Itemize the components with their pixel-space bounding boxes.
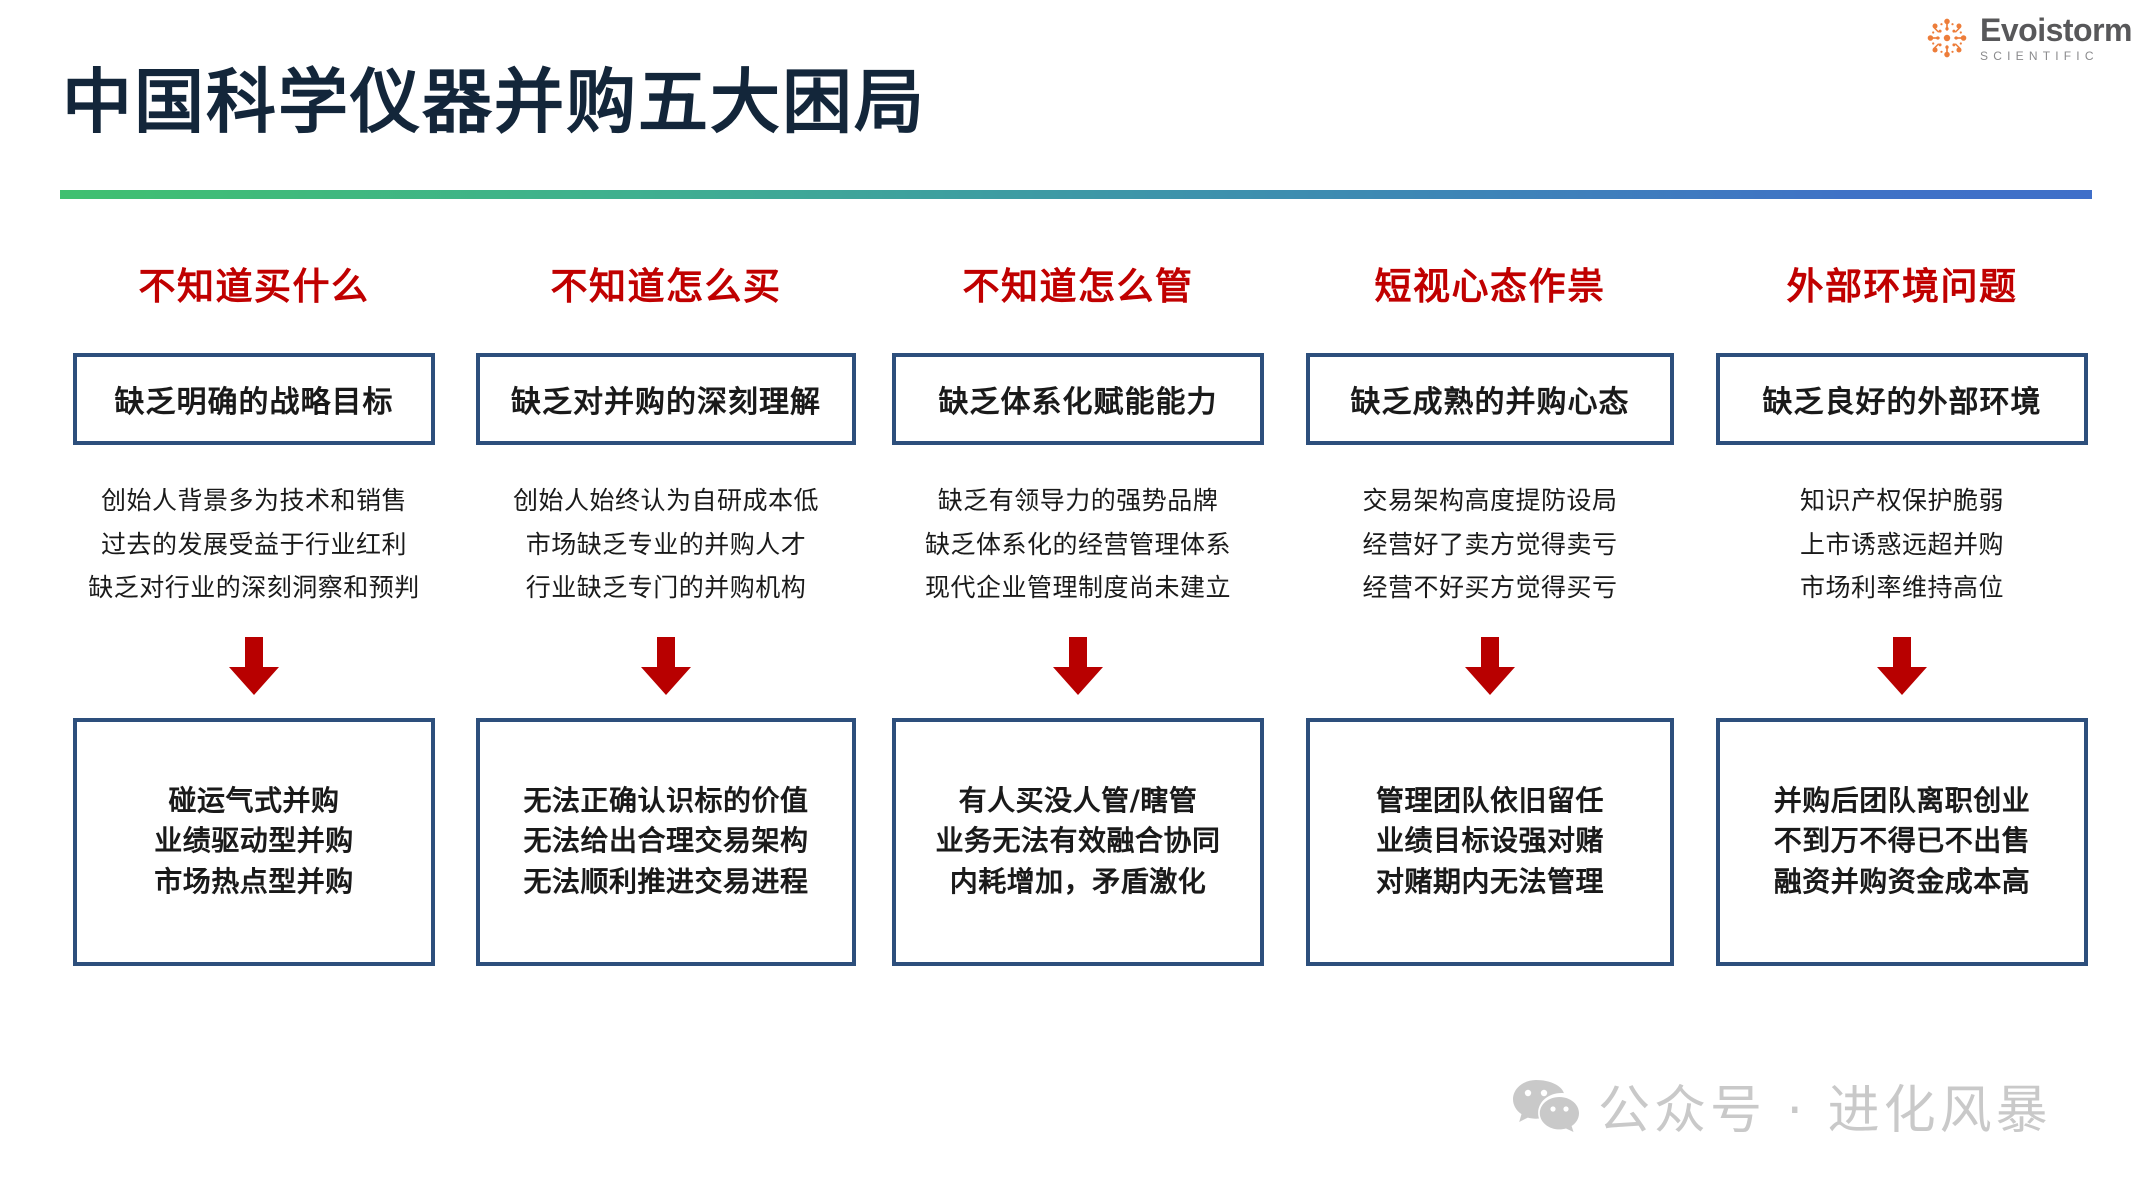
column-1-causes: 创始人背景多为技术和销售 过去的发展受益于行业红利 缺乏对行业的深刻洞察和预判 [88,487,420,602]
column-1-outcome-box: 碰运气式并购 业绩驱动型并购 市场热点型并购 [73,717,435,966]
outcome-item: 对赌期内无法管理 [1375,864,1604,898]
column-4-header: 短视心态作祟 [1374,264,1606,308]
column-2-arrow [635,632,697,700]
outcome-item: 不到万不得已不出售 [1773,824,2031,858]
cause-item: 经营不好买方觉得买亏 [1362,573,1618,602]
cause-item: 行业缺乏专门的并购机构 [525,573,807,602]
column-5-problem-label: 缺乏良好的外部环境 [1762,385,2042,420]
column-3-arrow [1047,632,1109,700]
cause-item: 交易架构高度提防设局 [1362,486,1618,515]
column-4-arrow [1459,632,1521,700]
down-arrow-icon [1465,636,1515,695]
column-2-problem-label: 缺乏对并购的深刻理解 [511,385,821,420]
down-arrow-icon [1053,636,1103,695]
brand-subtitle: SCIENTIFIC [1980,49,2099,63]
outcome-item: 市场热点型并购 [154,864,354,898]
outcome-item: 并购后团队离职创业 [1773,784,2031,818]
down-arrow-icon [229,636,279,695]
column-4: 短视心态作祟 缺乏成熟的并购心态 交易架构高度提防设局 经营好了卖方觉得卖亏 经… [1284,255,1696,966]
outcome-item: 业绩目标设强对赌 [1375,824,1604,858]
column-2-outcome-box: 无法正确认识标的价值 无法给出合理交易架构 无法顺利推进交易进程 [476,717,856,966]
outcome-item: 无法顺利推进交易进程 [523,864,809,898]
wechat-icon [1513,1079,1579,1132]
outcome-item: 无法给出合理交易架构 [523,824,809,858]
column-3-problem-label: 缺乏体系化赋能能力 [938,385,1218,420]
column-5-problem-box: 缺乏良好的外部环境 [1716,353,2088,445]
column-1: 不知道买什么 缺乏明确的战略目标 创始人背景多为技术和销售 过去的发展受益于行业… [48,255,460,966]
cause-item: 缺乏体系化的经营管理体系 [924,529,1231,559]
brand-logo: Evoistorm SCIENTIFIC [1924,14,2132,62]
column-5-causes: 知识产权保护脆弱 上市诱惑远超并购 市场利率维持高位 [1800,487,2004,602]
cause-item: 创始人始终认为自研成本低 [512,486,819,515]
outcome-item: 有人买没人管/瞎管 [958,784,1198,818]
cause-item: 市场利率维持高位 [1799,573,2004,602]
watermark-text: 公众号 · 进化风暴 [1598,1081,2052,1141]
column-4-outcome-box: 管理团队依旧留任 业绩目标设强对赌 对赌期内无法管理 [1306,717,1674,966]
column-3-header: 不知道怎么管 [962,264,1194,308]
column-1-header: 不知道买什么 [138,264,370,308]
brand-name: Evoistorm [1980,12,2132,48]
title-gradient-rule [60,190,2092,199]
outcome-item: 无法正确认识标的价值 [523,784,809,818]
cause-item: 上市诱惑远超并购 [1799,529,2004,559]
cause-item: 知识产权保护脆弱 [1799,486,2004,515]
outcome-item: 管理团队依旧留任 [1375,784,1604,818]
five-dilemmas-grid: 不知道买什么 缺乏明确的战略目标 创始人背景多为技术和销售 过去的发展受益于行业… [48,255,2108,966]
down-arrow-icon [641,636,691,695]
column-1-problem-box: 缺乏明确的战略目标 [73,353,435,445]
outcome-item: 业务无法有效融合协同 [935,824,1221,858]
page-title: 中国科学仪器并购五大困局 [62,60,926,143]
outcome-item: 业绩驱动型并购 [154,824,354,858]
column-5: 外部环境问题 缺乏良好的外部环境 知识产权保护脆弱 上市诱惑远超并购 市场利率维… [1696,255,2108,966]
column-3-outcome-box: 有人买没人管/瞎管 业务无法有效融合协同 内耗增加，矛盾激化 [892,717,1264,966]
cause-item: 市场缺乏专业的并购人才 [525,529,807,559]
column-3: 不知道怎么管 缺乏体系化赋能能力 缺乏有领导力的强势品牌 缺乏体系化的经营管理体… [872,255,1284,966]
column-1-arrow [223,632,285,700]
cause-item: 创始人背景多为技术和销售 [100,486,407,515]
column-2-causes: 创始人始终认为自研成本低 市场缺乏专业的并购人才 行业缺乏专门的并购机构 [513,487,819,602]
column-4-causes: 交易架构高度提防设局 经营好了卖方觉得卖亏 经营不好买方觉得买亏 [1362,487,1617,602]
column-5-outcome-box: 并购后团队离职创业 不到万不得已不出售 融资并购资金成本高 [1716,717,2088,966]
cause-item: 缺乏对行业的深刻洞察和预判 [88,573,420,602]
column-5-arrow [1871,632,1933,700]
column-4-problem-label: 缺乏成熟的并购心态 [1350,385,1630,420]
column-1-problem-label: 缺乏明确的战略目标 [114,385,394,420]
column-2: 不知道怎么买 缺乏对并购的深刻理解 创始人始终认为自研成本低 市场缺乏专业的并购… [460,255,872,966]
column-4-problem-box: 缺乏成熟的并购心态 [1306,353,1674,445]
cause-item: 现代企业管理制度尚未建立 [924,573,1231,602]
outcome-item: 融资并购资金成本高 [1773,864,2031,898]
wechat-watermark: 公众号 · 进化风暴 [1512,1068,2052,1143]
down-arrow-icon [1877,636,1927,695]
outcome-item: 内耗增加，矛盾激化 [949,864,1207,898]
cause-item: 过去的发展受益于行业红利 [100,529,407,559]
outcome-item: 碰运气式并购 [168,784,340,818]
column-2-header: 不知道怎么买 [550,264,782,308]
cause-item: 经营好了卖方觉得卖亏 [1362,529,1618,559]
column-3-causes: 缺乏有领导力的强势品牌 缺乏体系化的经营管理体系 现代企业管理制度尚未建立 [925,487,1231,602]
evoistorm-burst-icon [1927,18,1967,58]
column-5-header: 外部环境问题 [1786,264,2018,308]
column-2-problem-box: 缺乏对并购的深刻理解 [476,353,856,445]
column-3-problem-box: 缺乏体系化赋能能力 [892,353,1264,445]
cause-item: 缺乏有领导力的强势品牌 [937,486,1219,515]
